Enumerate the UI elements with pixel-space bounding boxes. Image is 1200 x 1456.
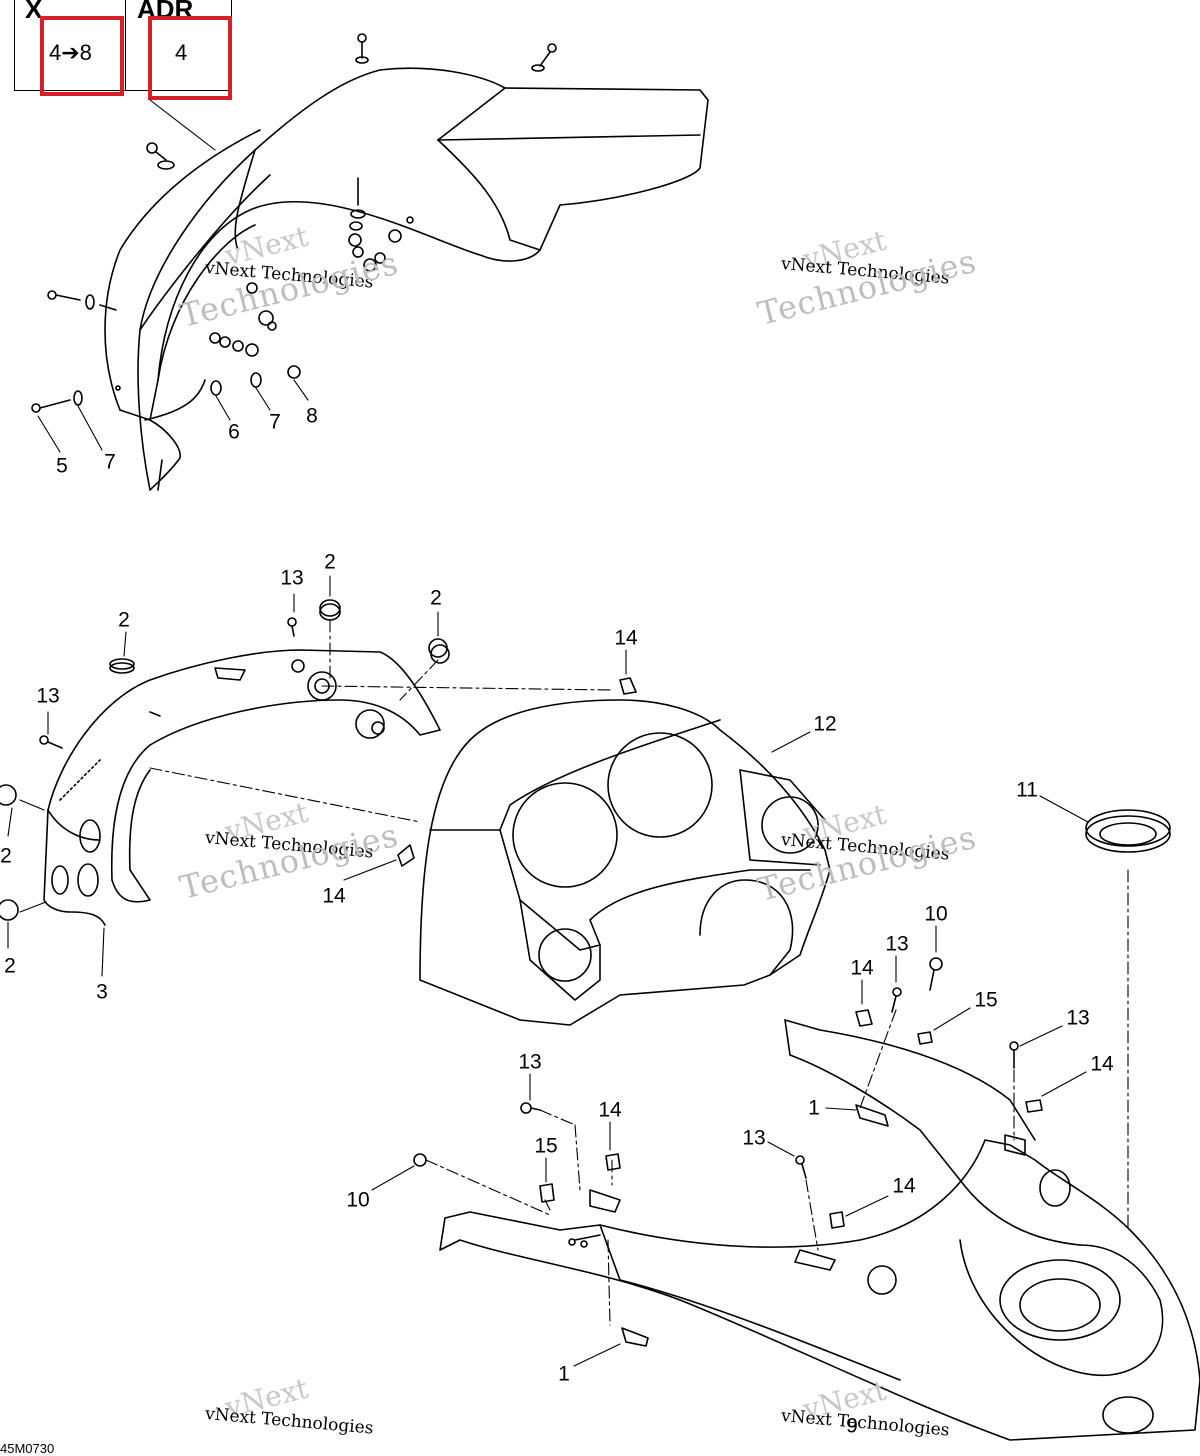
callout-15: 15 [974,988,998,1012]
lower-leaders [7,575,1089,1367]
callout-7: 7 [269,410,281,434]
windshield-part [104,67,709,491]
callout-2: 2 [430,586,442,610]
guide-lines [149,619,1129,1326]
callout-13: 13 [742,1126,766,1150]
callout-6: 6 [228,420,240,444]
header-x-label: X [25,0,43,24]
callout-11: 11 [1016,778,1038,802]
callout-5: 5 [56,454,68,478]
instrument-housing-part [419,699,831,1026]
callout-14: 14 [598,1098,622,1122]
highlight-box-x [40,16,124,96]
callout-13: 13 [518,1050,542,1074]
header-adr-value: 4 [175,40,188,65]
lower-fasteners [397,677,1171,1347]
callout-13: 13 [885,932,909,956]
lower-fairing-part [439,1019,1200,1441]
callout-2: 2 [324,550,336,574]
callout-13: 13 [280,566,304,590]
callout-9: 9 [846,1414,858,1438]
callout-14: 14 [892,1174,916,1198]
callout-1: 1 [808,1096,820,1120]
top-leaders [37,99,309,453]
callout-7: 7 [104,450,116,474]
top-fasteners [31,33,557,413]
highlight-box-adr [148,16,232,100]
callout-2: 2 [0,844,12,868]
header-divider [125,0,126,90]
header-x-value: 4➔8 [49,40,92,65]
callout-8: 8 [306,404,318,428]
callout-3: 3 [96,980,108,1004]
callout-14: 14 [850,956,874,980]
callout-1: 1 [558,1362,570,1386]
callout-14: 14 [1090,1052,1114,1076]
callout-2: 2 [118,608,130,632]
callout-10: 10 [346,1188,370,1212]
callout-14: 14 [614,626,638,650]
left-bezel-part [43,649,441,926]
callout-15: 15 [534,1134,558,1158]
callout-10: 10 [924,902,948,926]
callout-13: 13 [1066,1006,1090,1030]
callout-14: 14 [322,884,346,908]
callout-12: 12 [813,712,837,736]
figure-code: 45M0730 [0,1441,55,1456]
callout-2: 2 [4,954,16,978]
callout-13: 13 [36,684,60,708]
